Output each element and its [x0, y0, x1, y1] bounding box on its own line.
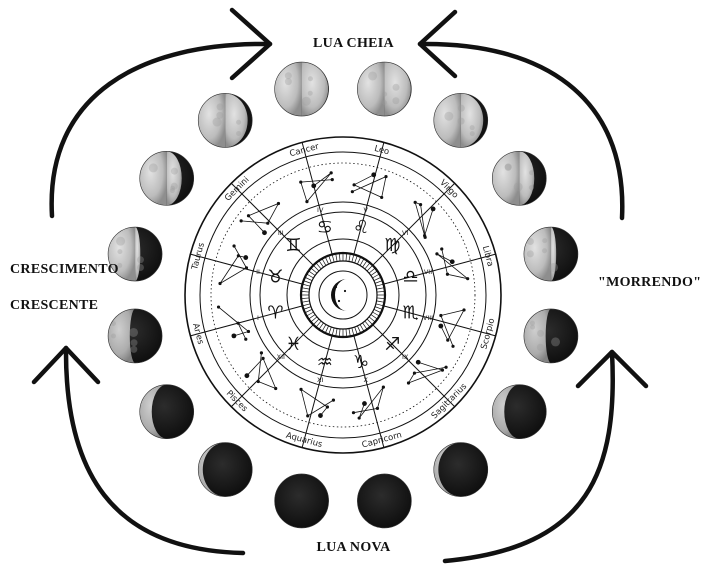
zodiac-glyph-icon: ♋ — [317, 217, 333, 238]
moon-phase — [140, 151, 194, 205]
house-numeral: VI — [402, 229, 408, 237]
zodiac-glyph-icon: ♉ — [267, 266, 283, 287]
waxing-label-crescent: CRESCENTE — [10, 298, 98, 314]
moon-phase — [275, 62, 329, 116]
house-numeral: IX — [402, 353, 409, 361]
zodiac-glyph-icon: ♒ — [317, 352, 333, 373]
moon-phase — [275, 474, 329, 528]
house-numeral: VII — [424, 268, 432, 276]
zodiac-glyph-icon: ♐ — [384, 334, 400, 355]
house-numeral: X — [364, 376, 369, 384]
moon-phase — [108, 309, 162, 363]
moon-phase — [434, 443, 488, 497]
zodiac-glyph-icon: ♑ — [353, 352, 369, 373]
house-numeral: VIII — [423, 314, 433, 322]
full-moon-label: LUA CHEIA — [0, 36, 707, 52]
zodiac-glyph-icon: ♎ — [403, 266, 419, 287]
moon-phase — [434, 93, 488, 147]
house-numeral: XII — [277, 353, 285, 361]
moon-phase — [198, 443, 252, 497]
moon-phase — [492, 385, 546, 439]
house-numeral: III — [278, 229, 284, 237]
zodiac-wheel: CancerIV♋LeoV♌VirgoVI♍LibraVII♎ScorpioVI… — [185, 137, 501, 453]
waning-label-dying: "MORRENDO" — [598, 275, 701, 291]
moon-phase — [357, 62, 411, 116]
zodiac-glyph-icon: ♌ — [353, 217, 369, 238]
moon-phase — [524, 309, 578, 363]
house-numeral: I — [257, 314, 259, 322]
house-numeral: XI — [317, 376, 323, 384]
moon-phase — [140, 385, 194, 439]
new-moon-label: LUA NOVA — [0, 540, 707, 556]
waxing-label-growth: CRESCIMENTO — [10, 262, 119, 278]
moon-phase — [492, 151, 546, 205]
zodiac-glyph-icon: ♈ — [267, 303, 283, 324]
zodiac-glyph-icon: ♊ — [285, 235, 301, 256]
zodiac-glyph-icon: ♍ — [384, 235, 400, 256]
moon-phase — [524, 227, 578, 281]
moon-phase — [198, 93, 252, 147]
house-numeral: V — [364, 206, 369, 214]
zodiac-glyph-icon: ♓ — [285, 334, 301, 355]
house-numeral: II — [256, 268, 260, 276]
moon-phase — [357, 474, 411, 528]
zodiac-glyph-icon: ♏ — [403, 303, 419, 324]
house-numeral: IV — [317, 206, 324, 214]
